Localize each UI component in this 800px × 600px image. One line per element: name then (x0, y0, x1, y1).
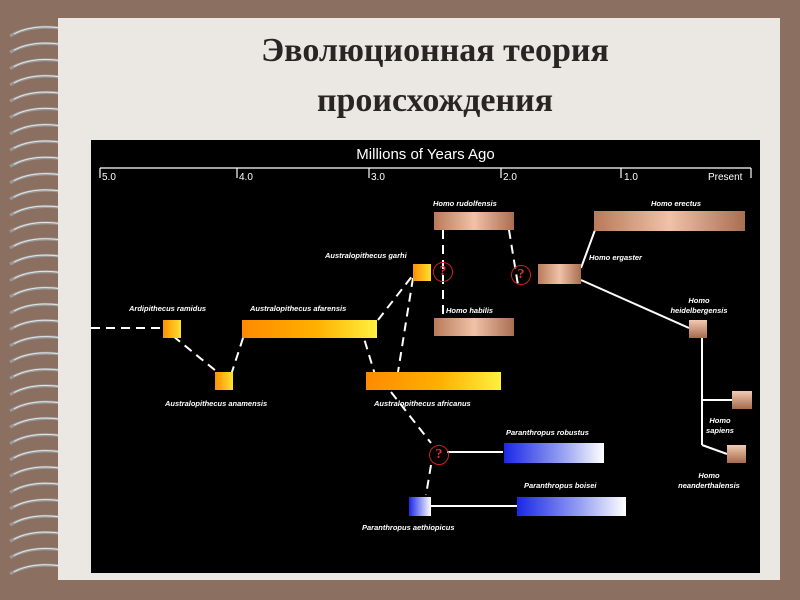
label-australopithecus-garhi: Australopithecus garhi (325, 251, 407, 260)
label-homo-neanderthalensis: Homo neanderthalensis (664, 471, 754, 491)
diagram-graphics (91, 167, 752, 516)
tick-5-0: 5.0 (102, 172, 116, 183)
tick-3-0: 3.0 (371, 172, 385, 183)
label-paranthropus-aethiopicus: Paranthropus aethiopicus (362, 523, 455, 532)
tick-1-0: 1.0 (624, 172, 638, 183)
title-line-2: происхождения (316, 82, 554, 119)
species-bars (163, 211, 752, 516)
label-homo-sapiens-line2: sapiens (706, 426, 734, 435)
label-homo-heidelbergensis-line1: Homo (688, 296, 710, 305)
bar-homo-habilis (434, 318, 514, 336)
label-homo-habilis: Homo habilis (446, 306, 494, 315)
label-paranthropus-boisei: Paranthropus boisei (524, 481, 597, 490)
tick-4-0: 4.0 (239, 172, 253, 183)
bar-homo-neanderthalensis (727, 445, 746, 463)
question-mark-icon: ? (433, 262, 453, 282)
slide-title: Эволюционная теория происхождения (90, 26, 780, 126)
bar-paranthropus-robustus (504, 443, 604, 463)
axis-title: Millions of Years Ago (356, 146, 495, 163)
bar-paranthropus-boisei (517, 497, 626, 516)
tick-present: Present (708, 172, 743, 183)
label-australopithecus-afarensis: Australopithecus afarensis (250, 304, 347, 313)
bar-homo-rudolfensis (434, 212, 514, 230)
uncertain-links (91, 229, 519, 496)
label-ardipithecus-ramidus: Ardipithecus ramidus (129, 304, 207, 313)
title-line-1: Эволюционная теория (261, 32, 609, 69)
label-homo-heidelbergensis: Homo heidelbergensis (664, 296, 734, 316)
question-mark-icon: ? (429, 445, 449, 465)
hominid-evolution-diagram: Millions of Years Ago 5.0 4.0 3.0 2.0 1.… (91, 140, 760, 573)
question-mark-icon: ? (511, 265, 531, 285)
tick-2-0: 2.0 (503, 172, 517, 183)
bar-ardipithecus-ramidus (163, 320, 181, 338)
bar-homo-heidelbergensis (689, 320, 707, 338)
bar-paranthropus-aethiopicus (409, 497, 431, 516)
bar-australopithecus-garhi (413, 264, 431, 281)
label-homo-sapiens: Homo sapiens (700, 416, 740, 436)
label-homo-ergaster: Homo ergaster (589, 253, 642, 262)
time-axis (99, 167, 752, 178)
bar-homo-sapiens (732, 391, 752, 409)
established-links (431, 220, 732, 507)
bar-australopithecus-afarensis (242, 320, 377, 338)
label-homo-rudolfensis: Homo rudolfensis (433, 199, 497, 208)
bar-homo-erectus (594, 211, 745, 231)
label-australopithecus-africanus: Australopithecus africanus (374, 399, 471, 408)
label-homo-erectus: Homo erectus (651, 199, 702, 208)
label-homo-sapiens-line1: Homo (709, 416, 731, 425)
bar-australopithecus-anamensis (215, 372, 233, 390)
bar-australopithecus-africanus (366, 372, 501, 390)
label-homo-neanderthalensis-line1: Homo (698, 471, 720, 480)
label-homo-neanderthalensis-line2: neanderthalensis (678, 481, 740, 490)
bar-homo-ergaster (538, 264, 581, 284)
label-paranthropus-robustus: Paranthropus robustus (506, 428, 589, 437)
label-homo-heidelbergensis-line2: heidelbergensis (670, 306, 728, 315)
label-australopithecus-anamensis: Australopithecus anamensis (165, 399, 268, 408)
